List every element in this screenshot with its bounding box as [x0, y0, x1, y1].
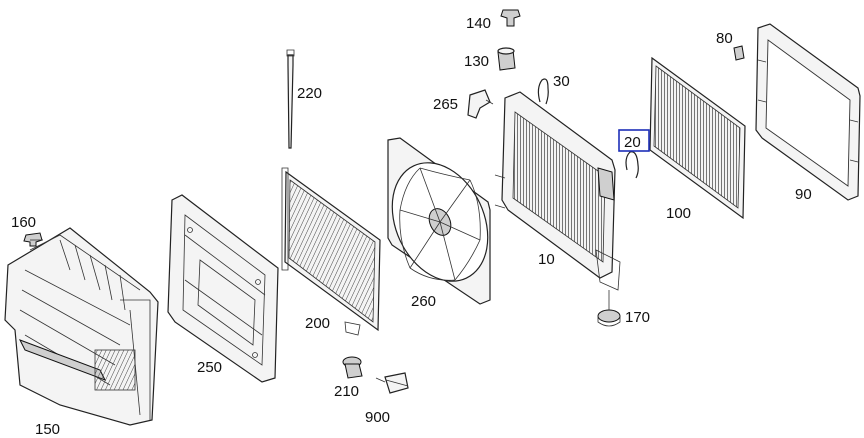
label-160: 160 [11, 214, 36, 231]
part-90-frame [755, 23, 861, 201]
label-100: 100 [666, 205, 691, 222]
label-260: 260 [411, 293, 436, 310]
label-210: 210 [334, 383, 359, 400]
part-170-cap [597, 309, 621, 327]
leader-lines [30, 99, 610, 387]
label-170: 170 [625, 309, 650, 326]
label-265: 265 [433, 96, 458, 113]
label-20-highlight-box [618, 129, 650, 152]
part-80-clip [733, 45, 745, 61]
label-140: 140 [466, 15, 491, 32]
part-260-fan-shroud [387, 137, 491, 305]
part-130-mount [497, 47, 516, 71]
part-30-clamp [537, 78, 549, 105]
label-200: 200 [305, 315, 330, 332]
part-100-core [649, 56, 746, 220]
label-10: 10 [538, 251, 555, 268]
part-220-rod [286, 49, 295, 149]
part-160-clip [23, 232, 43, 247]
part-140-clip [500, 9, 521, 27]
label-80: 80 [716, 30, 733, 47]
part-10-radiator [494, 91, 621, 291]
label-30: 30 [553, 73, 570, 90]
label-90: 90 [795, 186, 812, 203]
part-150-air-duct [4, 227, 159, 426]
label-900: 900 [365, 409, 390, 426]
part-250-frame [167, 194, 279, 383]
label-150: 150 [35, 421, 60, 438]
label-20: 20 [624, 134, 641, 151]
part-900-tag [375, 372, 409, 394]
label-220: 220 [297, 85, 322, 102]
label-250: 250 [197, 359, 222, 376]
part-210-plug [342, 356, 363, 379]
part-265-bracket [467, 89, 491, 119]
part-20-hose [625, 151, 639, 179]
label-130: 130 [464, 53, 489, 70]
part-200-condenser [281, 167, 381, 336]
